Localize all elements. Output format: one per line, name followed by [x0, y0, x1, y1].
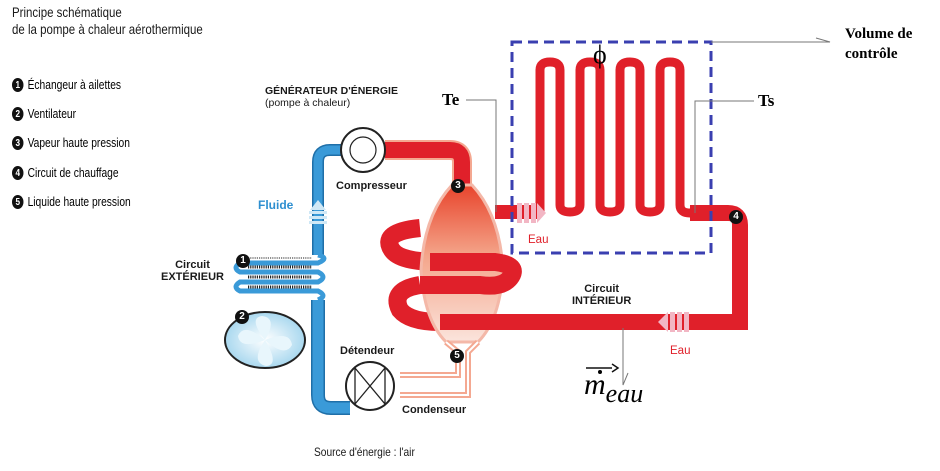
- exterior-circuit-pipe: [311, 144, 350, 415]
- diagram-title: Principe schématique de la pompe à chale…: [12, 4, 203, 38]
- title-line-1: Principe schématique: [12, 4, 122, 20]
- compressor-label: Compresseur: [336, 180, 407, 192]
- mass-flow-vector-arrow: [586, 363, 620, 373]
- badge-3: 3: [451, 175, 470, 193]
- energy-source-label: Source d'énergie : l'air: [314, 445, 415, 459]
- interior-circuit-line-2: INTÉRIEUR: [572, 295, 632, 307]
- exterior-circuit-label: Circuit EXTÉRIEUR: [161, 259, 224, 283]
- heat-flux-symbol: ϕ: [593, 40, 607, 69]
- control-volume-line-2: contrôle: [845, 46, 898, 62]
- legend-label: Liquide haute pression: [27, 195, 131, 209]
- legend-badge: 5: [12, 195, 24, 209]
- badge-2: 2: [235, 306, 254, 324]
- generator-label: GÉNÉRATEUR D'ÉNERGIE (pompe à chaleur): [265, 85, 398, 109]
- badge-number: 2: [235, 309, 249, 324]
- legend-label: Circuit de chauffage: [27, 166, 119, 180]
- legend-label: Vapeur haute pression: [27, 136, 130, 150]
- expander-label: Détendeur: [340, 345, 395, 357]
- legend-label: Échangeur à ailettes: [27, 78, 122, 92]
- badge-5: 5: [450, 345, 469, 363]
- control-volume-line-1: Volume de: [845, 26, 913, 42]
- fluid-label: Fluide: [258, 198, 294, 212]
- water-return-arrow-icon: [658, 312, 689, 332]
- ts-label: Ts: [758, 91, 775, 110]
- high-pressure-liquid-pipe: [400, 339, 481, 398]
- control-volume-box: [510, 40, 713, 255]
- expansion-valve-icon: [345, 361, 395, 411]
- legend-label: Ventilateur: [27, 107, 77, 121]
- condenser-label: Condenseur: [402, 404, 467, 416]
- te-label: Te: [442, 90, 460, 109]
- interior-circuit-line-1: Circuit: [584, 283, 620, 295]
- badge-number: 1: [236, 253, 250, 268]
- badge-1: 1: [236, 250, 255, 268]
- water-outlet-label: Eau: [670, 345, 691, 357]
- interior-circuit-label: Circuit INTÉRIEUR: [572, 283, 631, 307]
- control-volume-label: Volume de contrôle: [845, 24, 912, 64]
- generator-line-1: GÉNÉRATEUR D'ÉNERGIE: [265, 85, 398, 97]
- high-pressure-vapor-pipe: [385, 140, 472, 185]
- mass-flow-subscript: eau: [605, 379, 644, 408]
- interior-circuit-pipe-back: [380, 219, 441, 331]
- fluid-flow-arrow-icon: [309, 200, 327, 224]
- badge-number: 4: [729, 209, 743, 224]
- annotation-leaders: [466, 37, 831, 386]
- mass-flow-dot: [598, 370, 602, 374]
- legend-badge: 3: [12, 136, 24, 150]
- mass-flow-symbol: m: [584, 368, 606, 401]
- legend-badge: 4: [12, 166, 24, 180]
- legend-badge: 1: [12, 78, 24, 92]
- water-inlet-arrow-icon: [517, 203, 546, 223]
- badge-4: 4: [729, 206, 748, 224]
- badge-number: 3: [451, 178, 465, 193]
- heating-coil: [535, 57, 691, 218]
- fan-icon: [224, 311, 306, 369]
- water-inlet-label: Eau: [528, 234, 549, 246]
- exterior-circuit-line-1: Circuit: [175, 259, 210, 271]
- title-line-2: de la pompe à chaleur aérothermique: [12, 21, 203, 37]
- badge-number: 5: [450, 348, 464, 363]
- compressor-icon: [340, 127, 386, 173]
- generator-line-2: (pompe à chaleur): [265, 97, 351, 109]
- exterior-circuit-line-2: EXTÉRIEUR: [161, 271, 224, 283]
- legend-badge: 2: [12, 107, 24, 121]
- fin-exchanger: [233, 252, 327, 303]
- mass-flow-label: meau: [584, 368, 643, 408]
